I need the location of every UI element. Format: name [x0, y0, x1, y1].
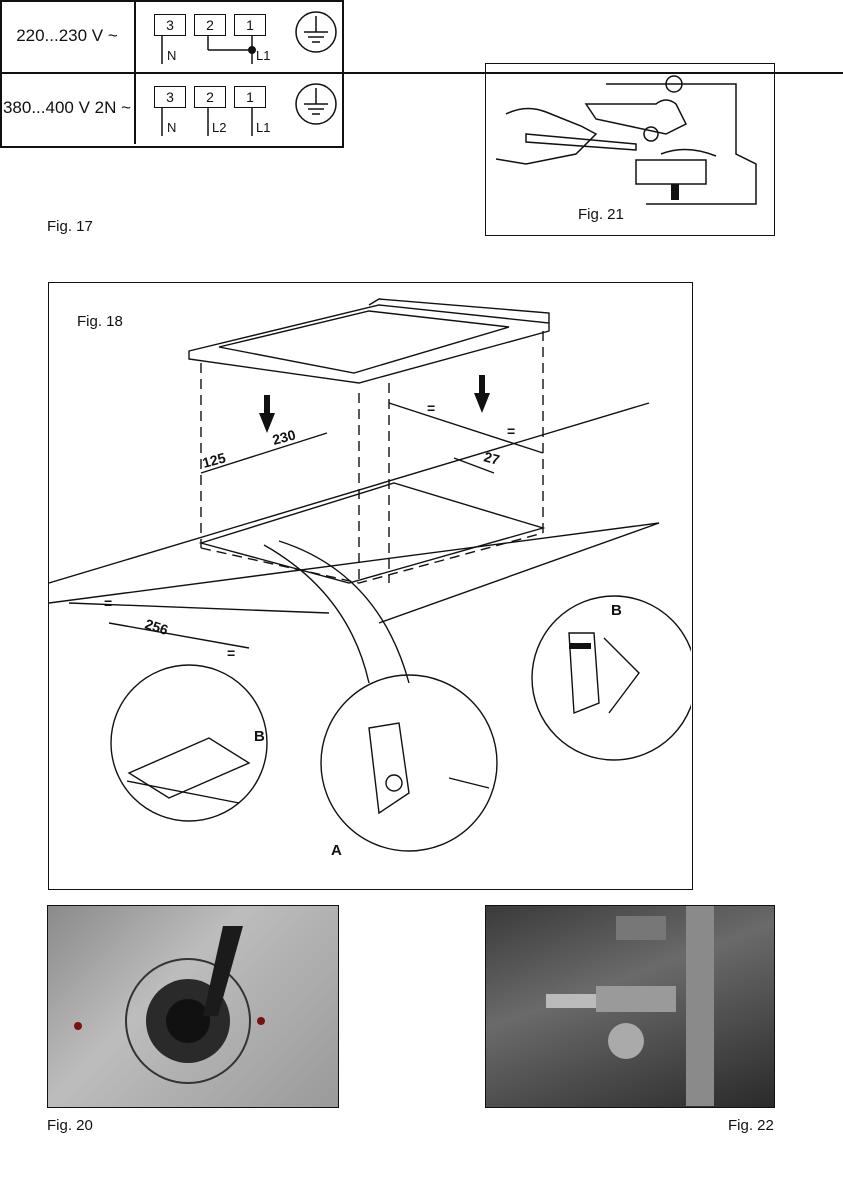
- fig22-illustration: [486, 906, 774, 1106]
- label-a: A: [331, 842, 342, 859]
- fig18-illustration: 125 230 27 256 = = = = A B B: [49, 283, 691, 888]
- wiring-table: 220...230 V ~ 3 2 1 N L1 380...400 V 2N …: [0, 0, 344, 148]
- fig22-photo: [485, 905, 775, 1108]
- fig21-frame: Fig. 21: [485, 63, 775, 236]
- label-b-right: B: [611, 602, 622, 619]
- dim-equal-3: =: [104, 595, 112, 611]
- wire-label-n: N: [167, 48, 176, 63]
- fig21-illustration: [486, 64, 773, 234]
- label-b-left: B: [254, 728, 265, 745]
- dim-256: 256: [143, 616, 170, 639]
- dim-230: 230: [271, 426, 298, 448]
- fig20-photo: [47, 905, 339, 1108]
- wire-label-l2: L2: [212, 120, 226, 135]
- wire-label-l1: L1: [256, 48, 270, 63]
- dim-equal-2: =: [507, 423, 515, 439]
- dim-125: 125: [201, 449, 228, 471]
- dim-27: 27: [482, 448, 501, 468]
- fig18-frame: Fig. 18: [48, 282, 693, 890]
- fig17-caption: Fig. 17: [47, 218, 93, 235]
- fig20-caption: Fig. 20: [47, 1117, 93, 1134]
- fig21-caption: Fig. 21: [578, 206, 624, 223]
- fig22-caption: Fig. 22: [728, 1117, 774, 1134]
- dim-equal-4: =: [227, 645, 235, 661]
- wire-label-n: N: [167, 120, 176, 135]
- wire-label-l1: L1: [256, 120, 270, 135]
- voltage-label: 220...230 V ~: [0, 0, 136, 72]
- fig20-illustration: [48, 906, 338, 1106]
- voltage-label: 380...400 V 2N ~: [0, 72, 136, 144]
- dim-equal-1: =: [427, 400, 435, 416]
